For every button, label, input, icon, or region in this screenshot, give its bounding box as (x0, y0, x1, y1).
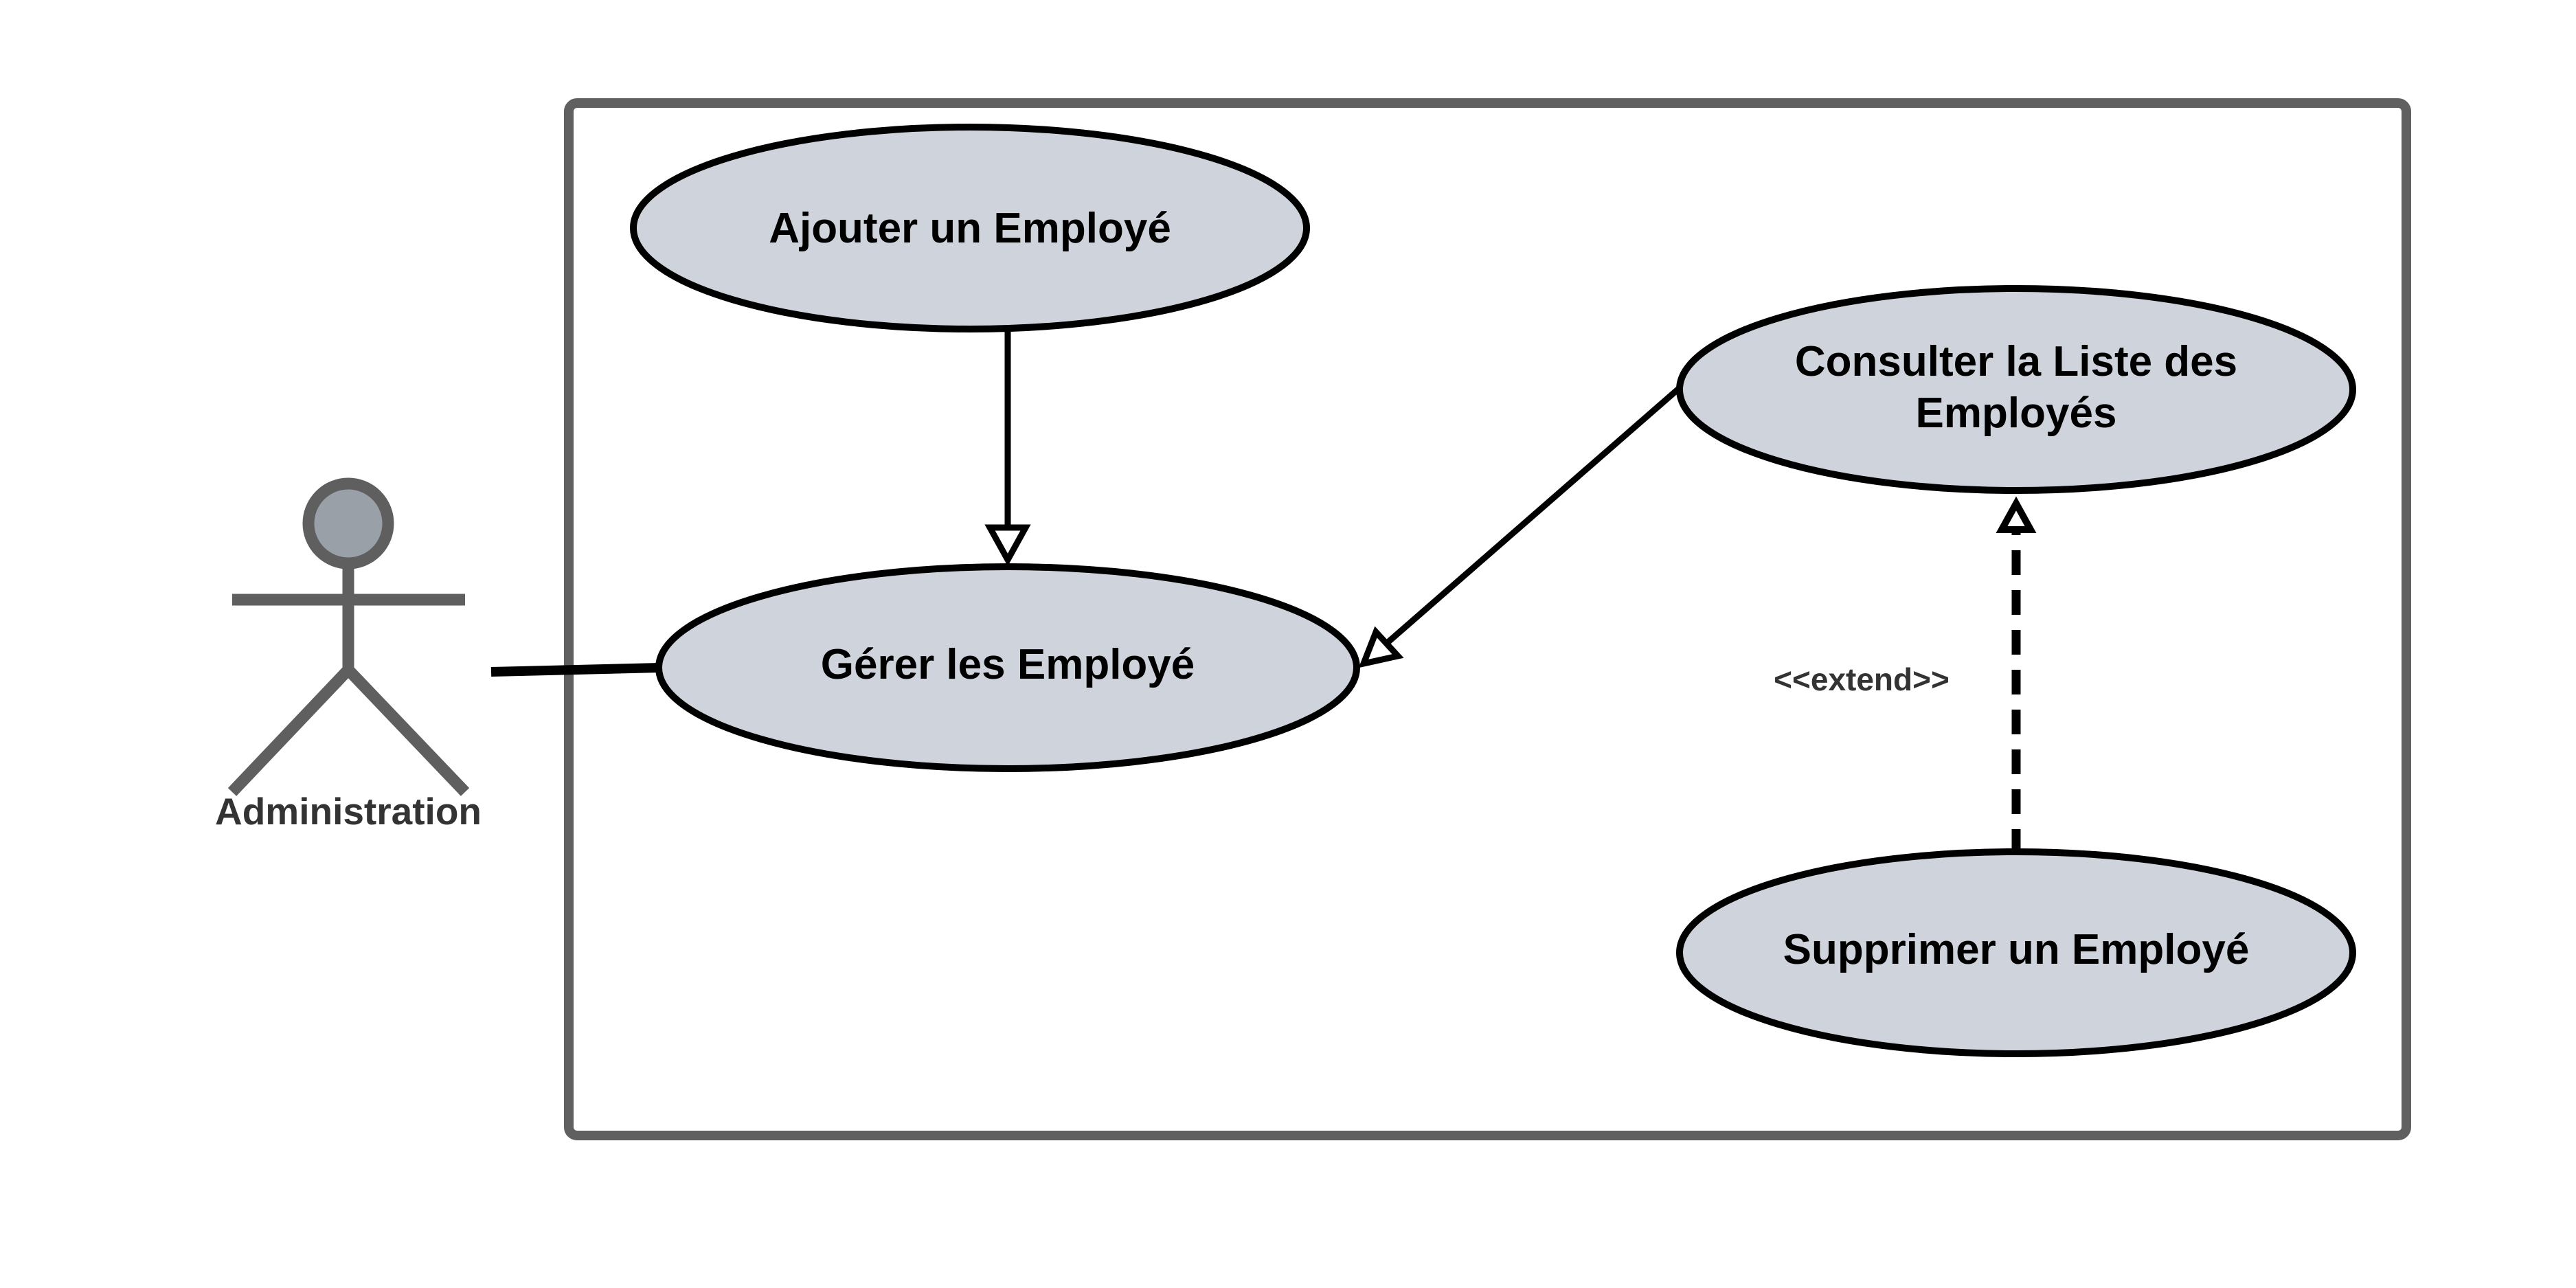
generalization-arrowhead (1358, 626, 1404, 668)
actor-administration[interactable]: Administration (215, 477, 482, 833)
generalization-line (1384, 384, 1683, 646)
usecase-ellipse (655, 563, 1360, 772)
extend-supprimer-consulter: <<extend>> (1774, 496, 2037, 854)
actor-head (302, 477, 394, 569)
usecase-gerer-employes[interactable]: Gérer les Employé (655, 563, 1360, 772)
usecase-ellipse (630, 124, 1310, 332)
usecase-ellipse (1676, 285, 2356, 494)
usecase-label: Gérer les Employé (821, 641, 1195, 688)
extend-stereotype-label: <<extend>> (1774, 662, 1950, 697)
actor-label: Administration (215, 790, 482, 833)
usecase-supprimer-employe[interactable]: Supprimer un Employé (1676, 848, 2356, 1057)
generalization-arrowhead (984, 524, 1031, 567)
generalization-ajouter-gerer (984, 331, 1031, 567)
usecase-ellipse (1676, 848, 2356, 1057)
usecase-consulter-liste[interactable]: Consulter la Liste des Employés (1676, 285, 2356, 494)
usecase-label: Supprimer un Employé (1783, 926, 2250, 973)
usecase-label-line-2: Employés (1916, 389, 2117, 437)
usecase-label: Ajouter un Employé (769, 205, 1171, 252)
generalization-consulter-gerer (1358, 384, 1683, 668)
association-actor-gerer (490, 663, 660, 677)
actor-right-leg (343, 666, 470, 796)
usecase-label-line-1: Consulter la Liste des (1795, 338, 2237, 385)
usecase-ajouter-employe[interactable]: Ajouter un Employé (630, 124, 1310, 332)
actor-left-leg (227, 666, 353, 796)
extend-arrowhead (1996, 496, 2037, 533)
